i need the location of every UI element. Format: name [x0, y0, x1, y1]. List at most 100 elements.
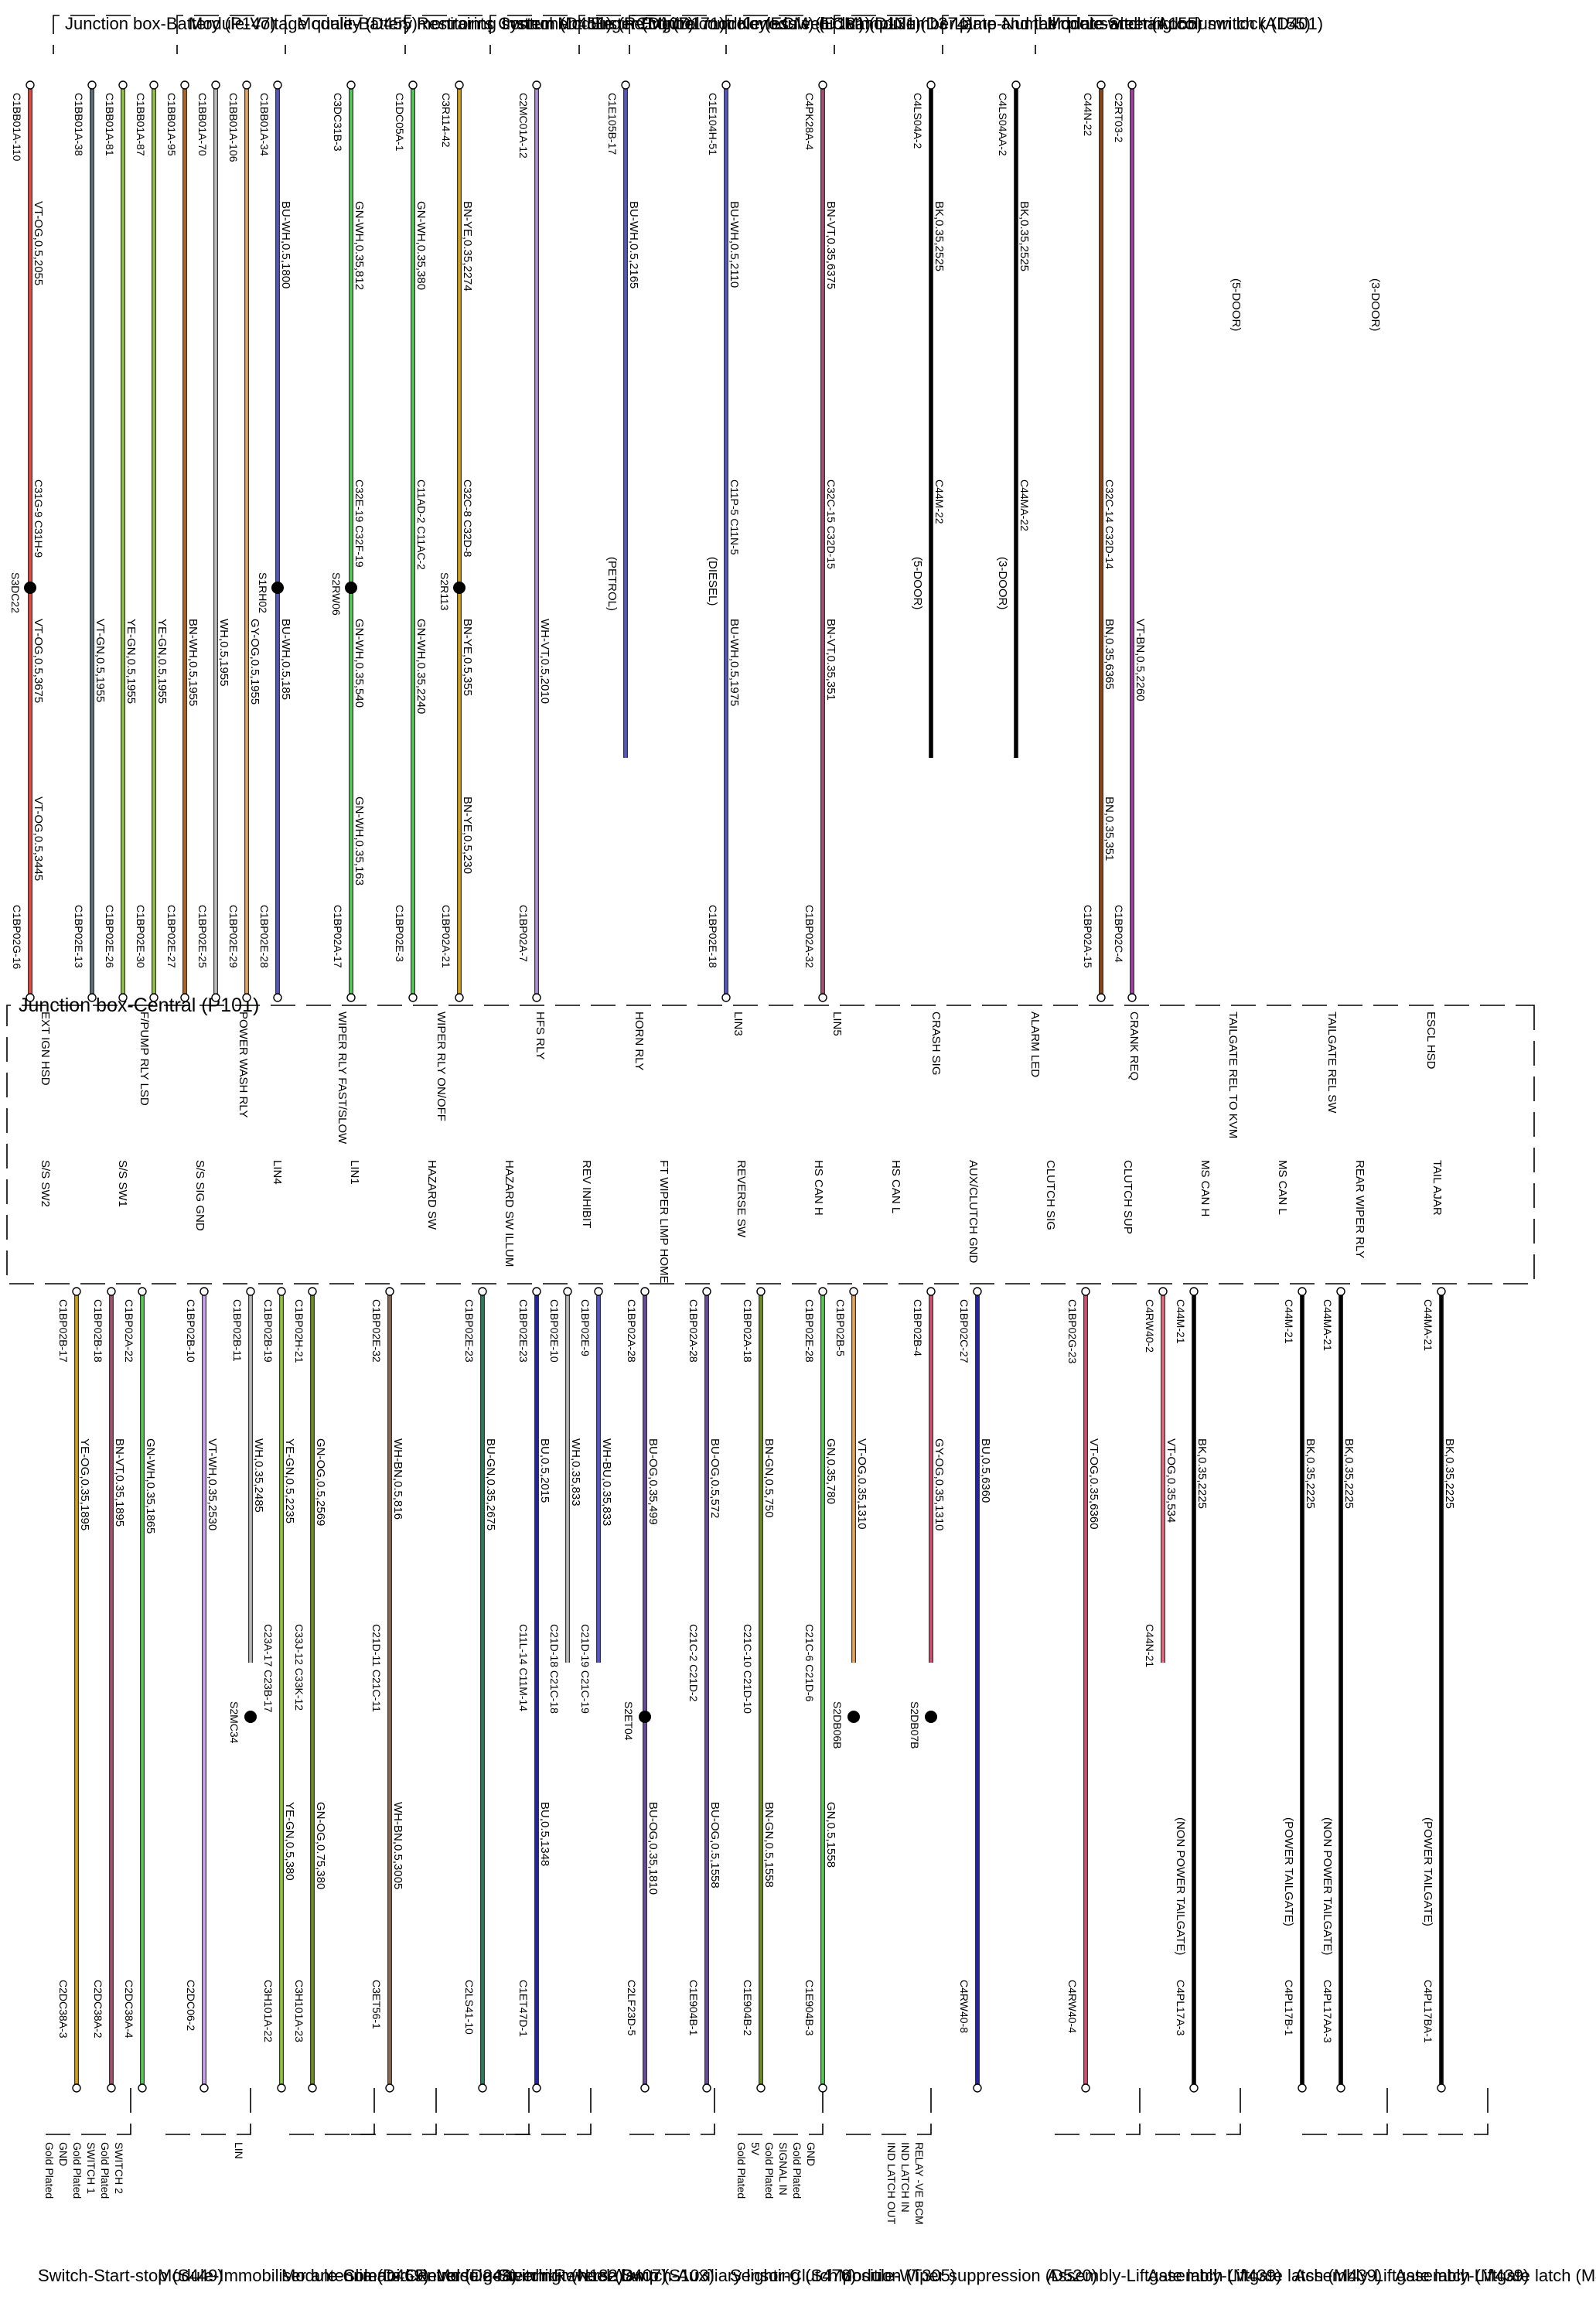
- right-wire-from-pin: C1BP02E-32: [370, 1299, 383, 1363]
- right-wire-start-pin: [1081, 1287, 1090, 1296]
- right-wire-from-pin: C1BP02B-4: [912, 1299, 924, 1356]
- right-wire-from-pin: C1BP02B-17: [57, 1299, 70, 1363]
- left-wire-to-pin: C1BP02A-17: [332, 905, 344, 968]
- left-component-bracket: [578, 15, 656, 54]
- right-wire-from-pin: C1BP02B-11: [231, 1299, 244, 1362]
- left-wire-label: BN-YE,0.35,2274: [461, 201, 474, 292]
- left-wire-label: VT-GN,0.5,1955: [94, 619, 107, 702]
- right-wire-midconnector: C21D-18 C21C-18: [548, 1624, 561, 1714]
- left-wire-label: BN,0.35,351: [1103, 797, 1116, 861]
- right-wire-label: WH-BN,0.5,3005: [391, 1802, 404, 1889]
- right-wire-label: BU,0.5,6360: [979, 1438, 992, 1503]
- left-component-bracket: [629, 15, 707, 54]
- right-wire-midconnector: C21D-11 C21C-11: [370, 1624, 383, 1712]
- right-wire-start-pin: [1437, 1287, 1446, 1296]
- left-wire-start-pin: [87, 80, 97, 90]
- left-wire-label: GY-OG,0.5,1955: [248, 619, 261, 705]
- right-wire-label: VT-OG,0.35,1310: [855, 1438, 868, 1530]
- central-left-signal: F/PUMP RLY LSD: [138, 1012, 151, 1106]
- central-right-signal: REV INHIBIT: [580, 1160, 593, 1228]
- right-wire-start-pin: [818, 1287, 827, 1296]
- left-wire-start-pin: [621, 80, 630, 90]
- right-wire-start-pin: [72, 1287, 81, 1296]
- left-wire-label: BN-YE,0.5,355: [461, 619, 474, 696]
- left-wire-end-pin: [1096, 993, 1106, 1002]
- central-right-signal: HS CAN L: [889, 1160, 902, 1213]
- right-component-bracket: [281, 2088, 375, 2135]
- right-wire-start-pin: [926, 1287, 936, 1296]
- right-wire-from-pin: C44MA-21: [1422, 1299, 1434, 1351]
- left-component-name: Engine control module (ECM) (D131): [641, 14, 921, 33]
- right-wire-start-pin: [277, 1287, 286, 1296]
- right-wire-label: VT-OG,0.35,6360: [1087, 1438, 1100, 1530]
- right-component-bracket: [343, 2088, 437, 2135]
- left-wire-variant-tag: (5-DOOR): [911, 557, 924, 609]
- right-wire-from-pin: C1BP02A-28: [687, 1299, 700, 1363]
- component-inner-label: SWITCH 2: [113, 2142, 125, 2194]
- right-wire-from-pin: C1BP02C-27: [958, 1299, 970, 1363]
- right-wire-label: BU-GN,0.35,2675: [484, 1438, 497, 1530]
- central-left-signal: CRANK REQ: [1127, 1012, 1141, 1080]
- left-wire-label: BU-WH,0.5,2165: [627, 201, 640, 288]
- right-component-name: Module-Steering wheel (D407): [436, 2266, 667, 2285]
- right-wire-start-pin: [1189, 1287, 1199, 1296]
- right-wire-to-pin: C2DC06-2: [185, 1980, 197, 2031]
- right-wire-to-pin: C4RW40-8: [958, 1980, 970, 2033]
- right-wire-to-pin: C3H101A-22: [262, 1980, 275, 2042]
- right-wire-label: VT-OG,0.35,534: [1165, 1438, 1178, 1523]
- right-wire-to-pin: C3H101A-23: [293, 1980, 305, 2042]
- right-wire-end-pin: [532, 2083, 541, 2093]
- right-wire-to-pin: C2DC38A-2: [92, 1980, 104, 2039]
- central-right-signal: HAZARD SW: [425, 1160, 438, 1230]
- left-wire-from-pin: C4LS04AA-2: [997, 93, 1009, 156]
- left-wire-start-pin: [721, 80, 731, 90]
- central-right-signal: FT WIPER LIMP HOME: [657, 1160, 670, 1283]
- left-wire-from-pin: C1BB01A-106: [227, 93, 240, 162]
- left-wire-label: WH,0.5,1955: [217, 619, 230, 687]
- left-wire-end-pin: [408, 993, 418, 1002]
- right-wire-midconnector: C21C-10 C21D-10: [742, 1624, 754, 1714]
- left-wire-end-pin: [532, 993, 541, 1002]
- left-wire-label: GN-WH,0.35,812: [353, 201, 366, 290]
- right-wire-start-pin: [973, 1287, 982, 1296]
- right-wire-splice-label: S2DB06B: [831, 1701, 844, 1749]
- component-inner-label: SIGNAL IN: [777, 2142, 789, 2195]
- left-wire-label: BN,0.35,6365: [1103, 619, 1116, 690]
- left-wire-end-pin: [455, 993, 464, 1002]
- central-right-signal: LIN4: [271, 1160, 284, 1185]
- central-right-signal: REAR WIPER RLY: [1353, 1160, 1366, 1258]
- central-right-signal: HAZARD SW ILLUM: [503, 1160, 516, 1267]
- left-wire-from-pin: C1BB01A-70: [196, 93, 209, 156]
- component-inner-label: Gold Plated: [43, 2142, 56, 2199]
- left-wire-to-pin: C1BP02E-25: [196, 905, 209, 968]
- left-wire-to-pin: C1BP02A-32: [803, 905, 816, 968]
- left-wire-variant-tag: (3-DOOR): [996, 557, 1009, 609]
- left-wire-to-pin: C1BP02E-29: [227, 905, 240, 968]
- right-wire-to-pin: C2LS41-10: [463, 1980, 476, 2035]
- component-inner-label: Gold Plated: [99, 2142, 111, 2199]
- central-right-signal: AUX/CLUTCH GND: [967, 1160, 980, 1264]
- left-wire-to-pin: C1BP02E-18: [707, 905, 719, 968]
- left-wire-label: VT-OG,0.5,2055: [32, 201, 45, 285]
- right-component-bracket: [436, 2088, 530, 2135]
- central-left-signal: TAILGATE REL SW: [1325, 1012, 1339, 1114]
- central-right-signal: TAIL AJAR: [1431, 1160, 1444, 1216]
- left-wire-start-pin: [1096, 80, 1106, 90]
- left-wire-label: BK,0.35,2525: [933, 201, 946, 271]
- right-wire-variant-tag: (POWER TAILGATE): [1421, 1817, 1434, 1926]
- left-wire-end-pin: [87, 993, 97, 1002]
- right-wire-start-pin: [1298, 1287, 1307, 1296]
- right-wire-end-pin: [138, 2083, 147, 2093]
- right-wire-splice: [925, 1711, 937, 1723]
- left-wire-to-pin: C1BP02E-30: [135, 905, 147, 968]
- left-wire-to-pin: C1BP02E-28: [258, 905, 271, 968]
- right-wire-label: GN-WH,0.35,1865: [144, 1438, 157, 1534]
- left-wire-from-pin: C44N-22: [1082, 93, 1094, 136]
- central-left-signal: LIN5: [830, 1012, 844, 1036]
- right-wire-label: WH,0.35,2485: [252, 1438, 265, 1513]
- right-wire-start-pin: [702, 1287, 711, 1296]
- central-right-signal: CLUTCH SIG: [1044, 1160, 1057, 1230]
- left-wire-label: VT-OG,0.5,3675: [32, 619, 45, 703]
- component-inner-label: SWITCH 1: [85, 2142, 97, 2194]
